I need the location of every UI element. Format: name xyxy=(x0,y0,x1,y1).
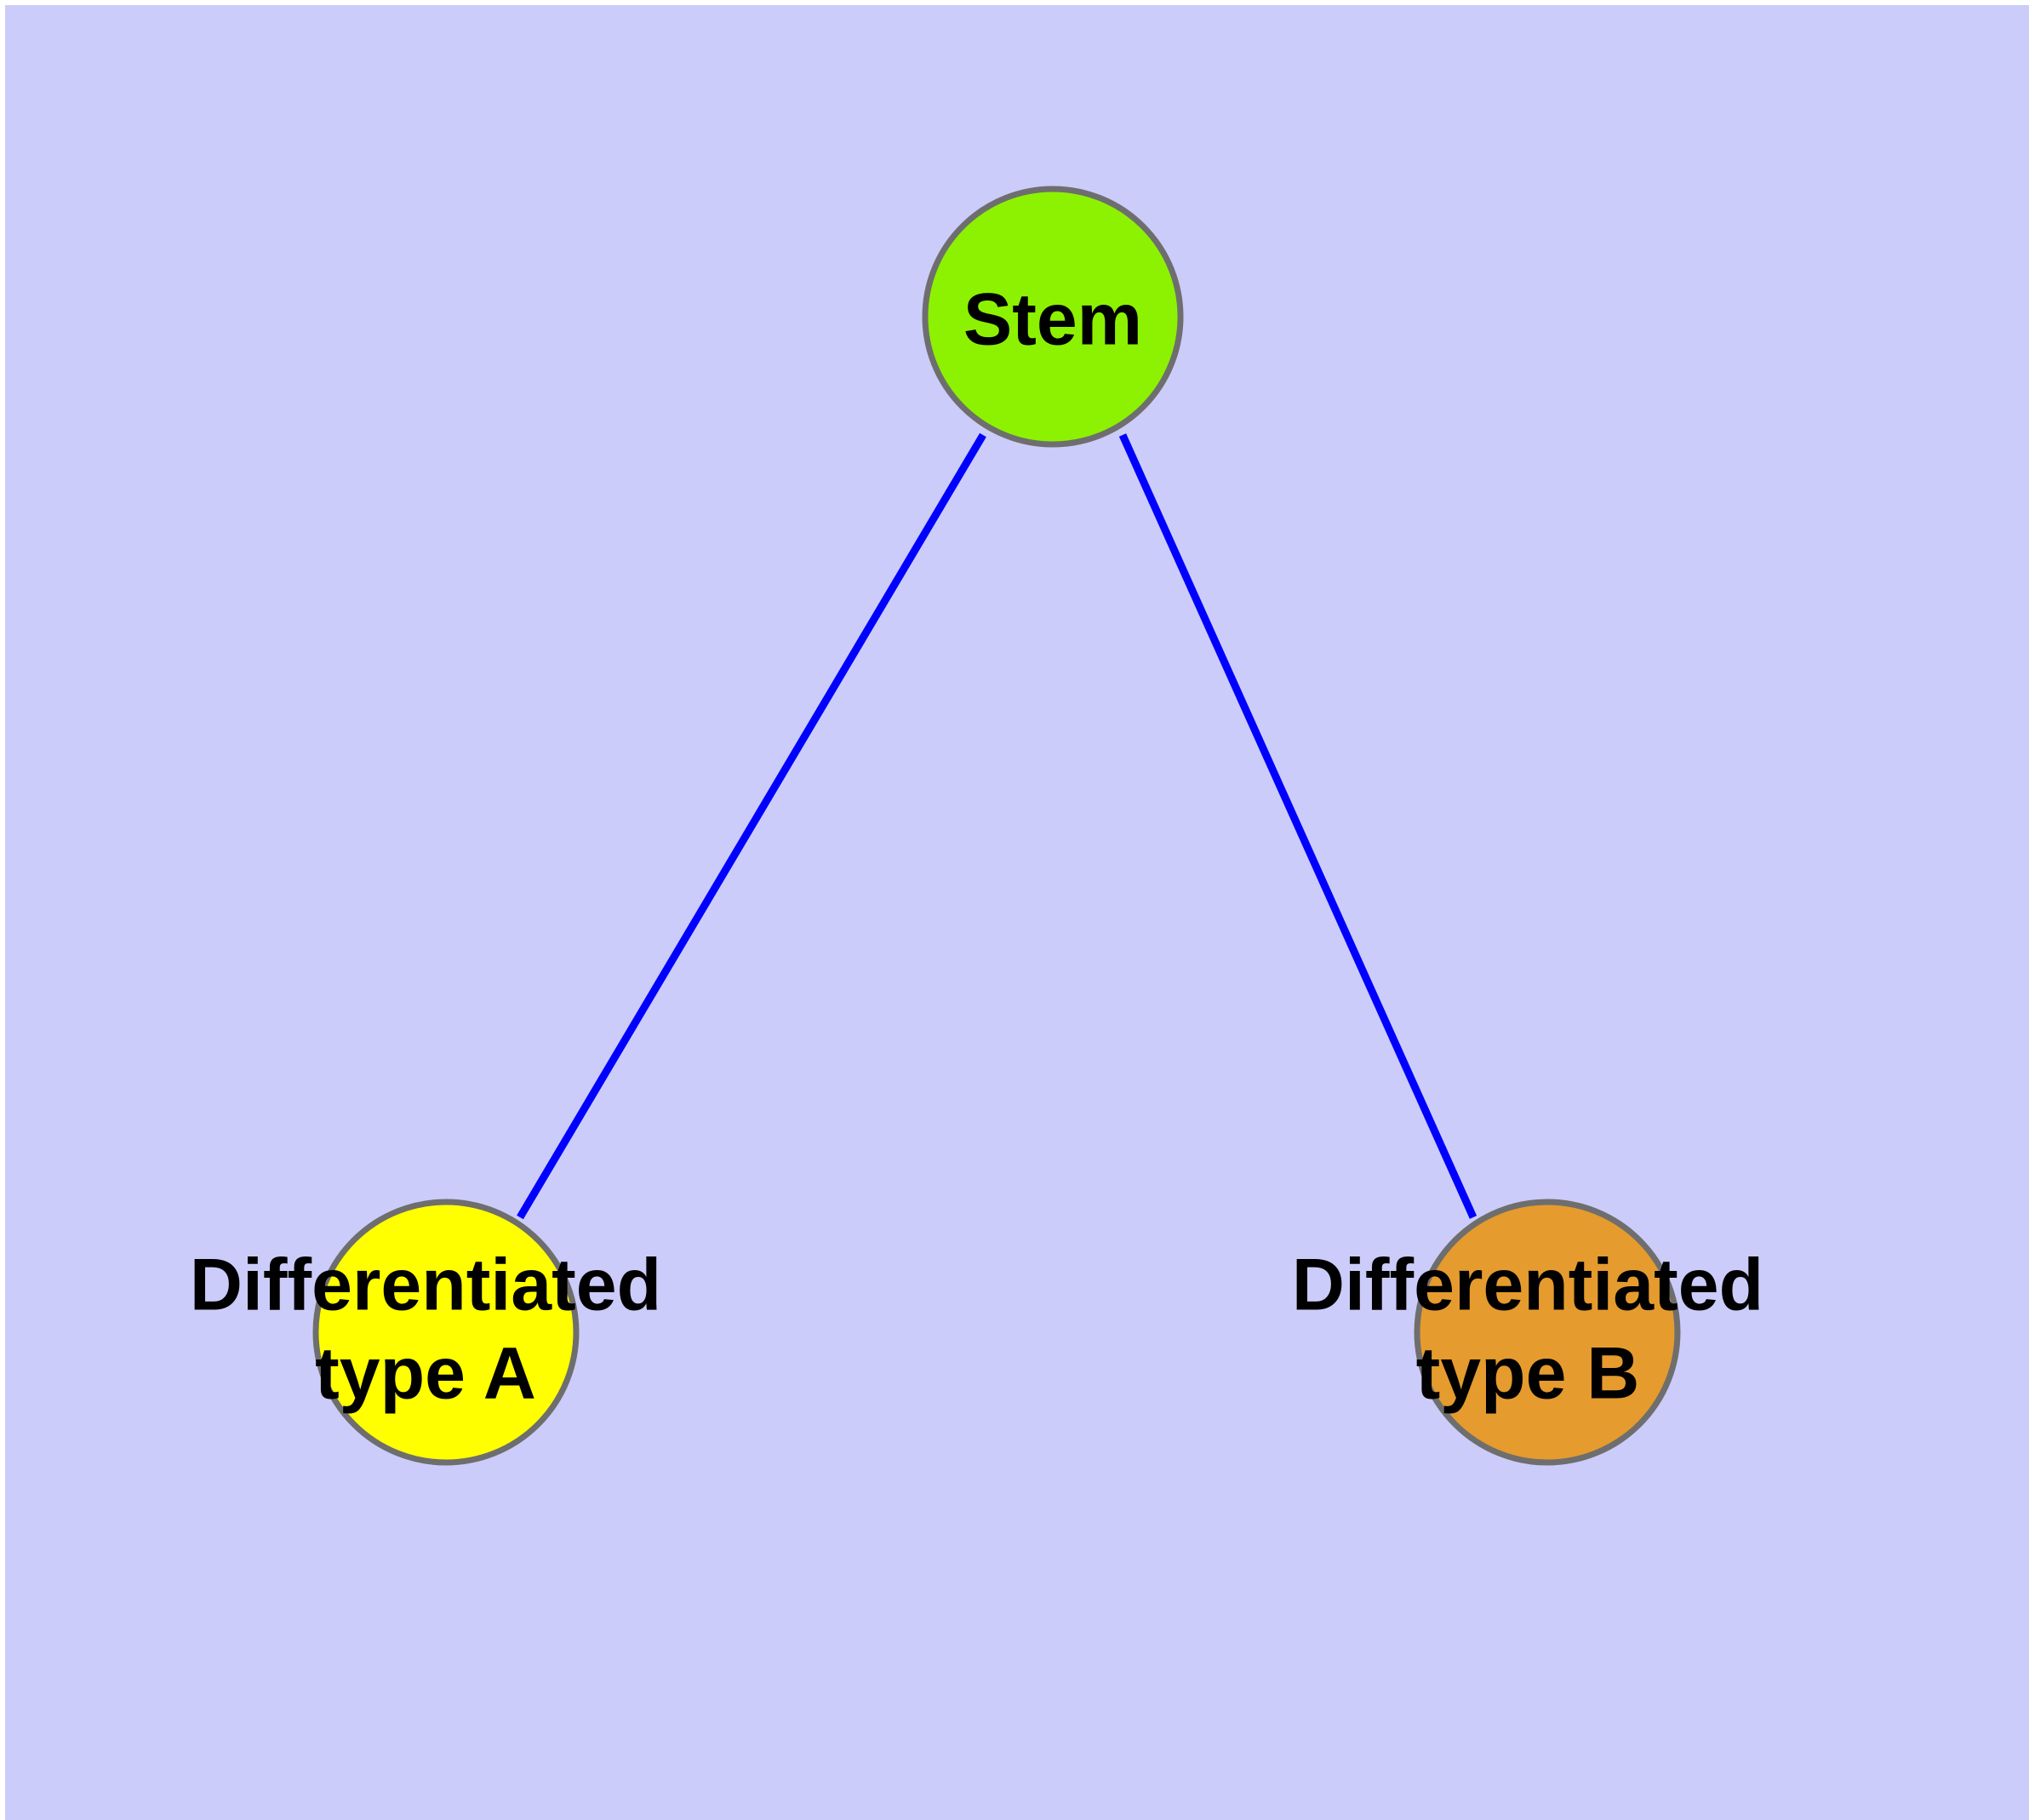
node-label-differentiated-type-a-line2: type A xyxy=(315,1333,536,1415)
node-label-differentiated-type-b-line1: Differentiated xyxy=(1292,1245,1763,1326)
node-stem[interactable] xyxy=(922,186,1184,448)
node-label-differentiated-type-b-line2: type B xyxy=(1416,1333,1640,1415)
node-differentiated-type-b[interactable] xyxy=(1414,1199,1681,1466)
node-label-stem: Stem xyxy=(963,279,1142,361)
node-differentiated-type-a[interactable] xyxy=(312,1199,580,1466)
edge-stem-to-differentiated-type-b xyxy=(1118,433,1477,1219)
node-label-differentiated-type-a-line1: Differentiated xyxy=(190,1245,661,1326)
edge-stem-to-differentiated-type-a xyxy=(517,432,986,1220)
